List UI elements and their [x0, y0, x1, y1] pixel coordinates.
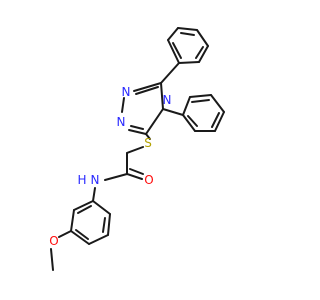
- atom-label-o-methoxy: O: [49, 234, 58, 248]
- atom-methoxy-oxygen: O: [49, 234, 58, 248]
- atom-n1: N: [122, 85, 131, 99]
- bond: [182, 96, 191, 116]
- atom-amide-nh: N H: [77, 173, 99, 187]
- bond: [92, 187, 96, 202]
- atom-label-n2: N: [117, 115, 126, 129]
- bond: [177, 27, 198, 31]
- bond: [160, 82, 164, 110]
- bond: [195, 46, 204, 59]
- bond: [75, 229, 89, 240]
- bond: [102, 217, 106, 233]
- bond: [126, 173, 143, 180]
- bond: [145, 108, 164, 135]
- bond: [92, 200, 111, 215]
- bond: [135, 86, 159, 95]
- bond: [187, 115, 198, 127]
- atom-label-amide-h: H: [77, 173, 86, 187]
- bond: [210, 94, 225, 113]
- bond: [160, 62, 180, 84]
- atom-label-o-carbonyl: O: [144, 173, 153, 187]
- atom-sulfur: S: [144, 136, 152, 150]
- bond: [107, 213, 111, 236]
- bond: [70, 209, 75, 232]
- bond: [198, 45, 209, 63]
- bond: [191, 99, 210, 103]
- bond: [50, 248, 54, 271]
- atom-label-n1: N: [122, 85, 131, 99]
- bond: [178, 61, 200, 64]
- bond: [214, 111, 225, 132]
- bond: [145, 133, 151, 140]
- bond: [129, 168, 144, 175]
- atom-label-amide-n: N: [91, 173, 100, 187]
- bond: [104, 173, 128, 181]
- bond: [58, 230, 72, 238]
- bond: [182, 114, 196, 132]
- structure-drawing: N N N S O N H O: [49, 27, 225, 271]
- bond: [128, 129, 147, 135]
- bond: [167, 39, 180, 64]
- bond: [70, 230, 90, 245]
- bond: [162, 108, 184, 116]
- bond: [196, 29, 209, 47]
- atom-n2: N: [117, 115, 126, 129]
- bond: [189, 94, 212, 98]
- bonds: [50, 27, 225, 271]
- bond: [126, 146, 144, 154]
- atom-label-s: S: [144, 136, 152, 150]
- bond: [73, 200, 94, 211]
- atom-label-n4: N: [163, 93, 172, 107]
- bond: [180, 32, 195, 36]
- bond: [172, 42, 182, 59]
- bond: [133, 82, 162, 92]
- bond: [167, 27, 179, 41]
- bond: [211, 112, 220, 128]
- atom-carbonyl-oxygen: O: [144, 173, 153, 187]
- bond: [77, 205, 92, 214]
- bond: [88, 234, 109, 245]
- molecule-diagram: N N N S O N H O: [49, 27, 225, 271]
- bond: [130, 125, 144, 130]
- atom-n4: N: [163, 93, 172, 107]
- bond: [121, 97, 125, 113]
- atom-labels: N N N S O N H O: [49, 85, 171, 248]
